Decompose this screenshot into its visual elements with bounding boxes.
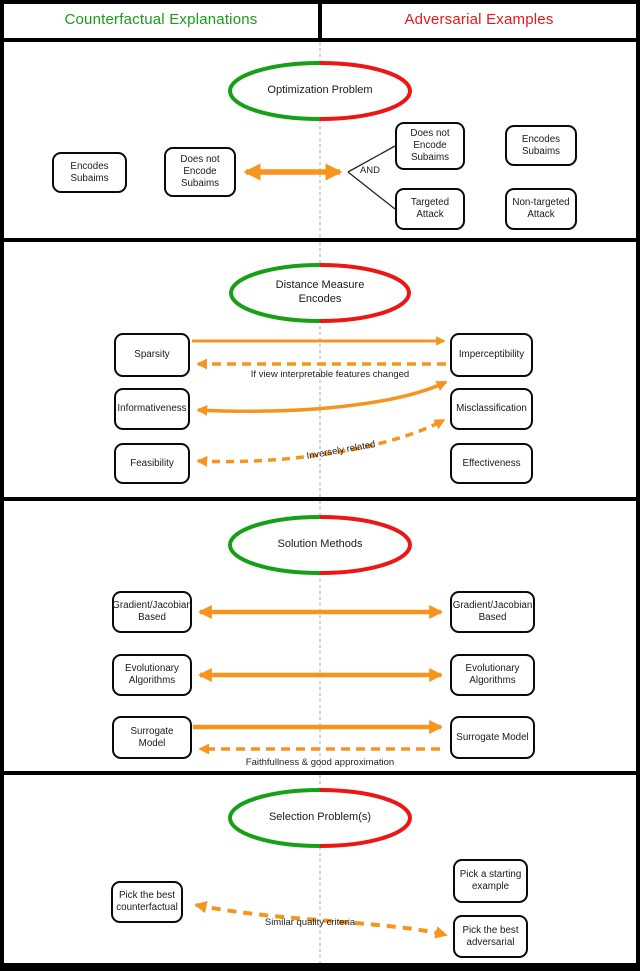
ellipse-red-half: [319, 515, 412, 575]
ellipse-green-half: [228, 515, 321, 575]
node-ae-effectiveness: Effectiveness: [450, 443, 533, 484]
arrow-feasibility-misclassification-dashed-curve: [196, 418, 446, 467]
ellipse-fill: [230, 517, 410, 573]
ellipse-green-half: [229, 263, 321, 323]
node-ae-imperceptibility: Imperceptibility: [450, 333, 533, 377]
divider-header: [0, 38, 640, 42]
node-ae-pick-best-adversarial: Pick the best adversarial: [453, 915, 528, 958]
ellipse-fill: [230, 790, 410, 846]
node-ae-encodes-subaims: Encodes Subaims: [505, 125, 577, 166]
and-junction-label: AND: [359, 165, 381, 176]
node-ce-encodes-subaims: Encodes Subaims: [52, 152, 127, 193]
ellipse-green-half: [228, 788, 321, 848]
node-ce-informativeness: Informativeness: [114, 388, 190, 430]
node-ae-gradient-jacobian: Gradient/Jacobian Based: [450, 591, 535, 633]
divider-section-2-3: [0, 497, 640, 501]
node-ae-targeted-attack: Targeted Attack: [395, 188, 465, 230]
node-ce-gradient-jacobian: Gradient/Jacobian Based: [112, 591, 192, 633]
node-ce-pick-best-counterfactual: Pick the best counterfactual: [111, 881, 183, 923]
section-solution-methods: Solution Methods Faithfullness & good ap…: [0, 501, 640, 771]
section-selection-problems: Selection Problem(s) Similar quality cri…: [0, 775, 640, 963]
node-ce-sparsity: Sparsity: [114, 333, 190, 377]
node-ae-surrogate: Surrogate Model: [450, 716, 535, 759]
section-title-selection-problems: Selection Problem(s): [268, 811, 372, 824]
ellipse-red-half: [319, 788, 412, 848]
section-optimization-problem: Optimization Problem AND Encodes Subaims…: [0, 42, 640, 238]
border-bottom: [0, 963, 640, 971]
section3-connectors: [193, 501, 444, 771]
header-counterfactual-explanations: Counterfactual Explanations: [64, 10, 258, 28]
node-ae-evolutionary: Evolutionary Algorithms: [450, 654, 535, 696]
border-right: [636, 0, 640, 971]
section1-connectors: [228, 42, 412, 238]
node-ae-misclassification: Misclassification: [450, 388, 533, 430]
node-ce-surrogate: Surrogate Model: [112, 716, 192, 759]
header-divider: [318, 0, 322, 42]
node-ae-does-not-encode-subaims: Does not Encode Subaims: [395, 122, 465, 170]
ellipse-fill: [230, 63, 410, 119]
edge-label-similar-quality: Similar quality criteria: [264, 917, 356, 928]
and-fork-line-top: [347, 145, 396, 173]
ellipse-green-half: [228, 61, 321, 121]
node-ce-does-not-encode-subaims: Does not Encode Subaims: [164, 147, 236, 197]
node-ae-non-targeted-attack: Non-targeted Attack: [505, 188, 577, 230]
node-ce-feasibility: Feasibility: [114, 443, 190, 484]
section-title-distance-measure: Distance Measure Encodes: [275, 279, 365, 305]
and-fork-line-bottom: [347, 171, 396, 210]
edge-label-interpretable-features: If view interpretable features changed: [250, 369, 410, 380]
arrow-similar-quality-dashed-curve: [194, 901, 448, 939]
ellipse-fill: [231, 265, 409, 321]
section-title-optimization-problem: Optimization Problem: [267, 84, 373, 97]
section-title-solution-methods: Solution Methods: [277, 538, 363, 551]
ellipse-red-half: [319, 263, 411, 323]
node-ae-pick-starting-example: Pick a starting example: [453, 859, 528, 903]
arrow-informativeness-imperceptibility-curve: [196, 380, 448, 416]
section2-connectors: [192, 242, 448, 497]
ellipse-red-half: [319, 61, 412, 121]
section4-connectors: [194, 775, 448, 963]
node-ce-evolutionary: Evolutionary Algorithms: [112, 654, 192, 696]
border-left: [0, 0, 4, 971]
edge-label-faithfulness: Faithfullness & good approximation: [245, 757, 395, 768]
divider-section-1-2: [0, 238, 640, 242]
divider-section-3-4: [0, 771, 640, 775]
section-distance-measure: Distance Measure Encodes If view interpr…: [0, 242, 640, 497]
header-adversarial-examples: Adversarial Examples: [404, 10, 554, 28]
